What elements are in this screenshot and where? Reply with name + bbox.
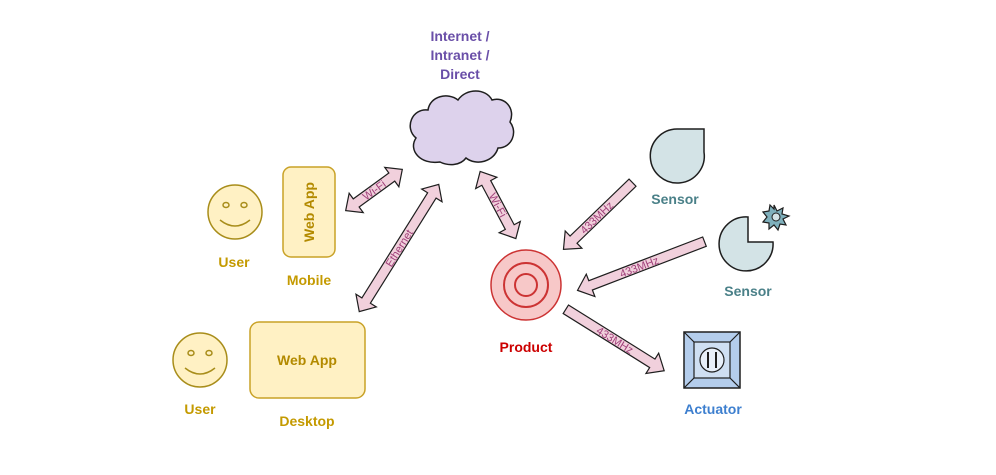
- network-label-line1: Internet /: [430, 28, 489, 44]
- cloud-icon: [409, 90, 515, 166]
- arrow-sensor1-product: 433MHz: [562, 178, 637, 250]
- sun-icon: [761, 203, 791, 232]
- network-label-line2: Intranet /: [430, 47, 489, 63]
- network-label-line3: Direct: [440, 66, 480, 82]
- desktop-app-label: Web App: [277, 352, 337, 368]
- arrow-mobile-cloud: Wi-Fi: [344, 166, 404, 214]
- desktop-web-app: Web App: [249, 321, 366, 399]
- mobile-label: Mobile: [287, 272, 332, 288]
- arrow-sensor2-product: 433MHz: [576, 236, 708, 298]
- arrow-cloud-product: Wi-Fi: [474, 170, 522, 240]
- smiley-face-icon: [172, 332, 228, 388]
- user-mobile-label: User: [218, 254, 250, 270]
- user-desktop-label: User: [184, 401, 216, 417]
- desktop-label: Desktop: [279, 413, 334, 429]
- mobile-app-label: Web App: [301, 182, 317, 242]
- link-label-sensor2-product: 433MHz: [618, 255, 661, 281]
- sensor2-label: Sensor: [724, 283, 772, 299]
- link-label-product-actuator: 433MHz: [594, 325, 635, 357]
- mobile-web-app: Web App: [282, 166, 336, 258]
- actuator-label: Actuator: [684, 401, 742, 417]
- smiley-face-icon: [207, 184, 263, 240]
- link-label-desktop-cloud: Ethernet: [384, 228, 416, 270]
- link-label-cloud-product: Wi-Fi: [486, 191, 509, 219]
- target-icon: [490, 249, 562, 321]
- arrow-product-actuator: 433MHz: [562, 304, 665, 375]
- teardrop-sensor-icon: [649, 128, 706, 184]
- sensor1-label: Sensor: [651, 191, 699, 207]
- link-label-sensor1-product: 433MHz: [578, 200, 616, 237]
- product-label: Product: [500, 339, 553, 355]
- light-sensor-icon: [718, 216, 774, 272]
- actuator-button-icon: [683, 331, 741, 389]
